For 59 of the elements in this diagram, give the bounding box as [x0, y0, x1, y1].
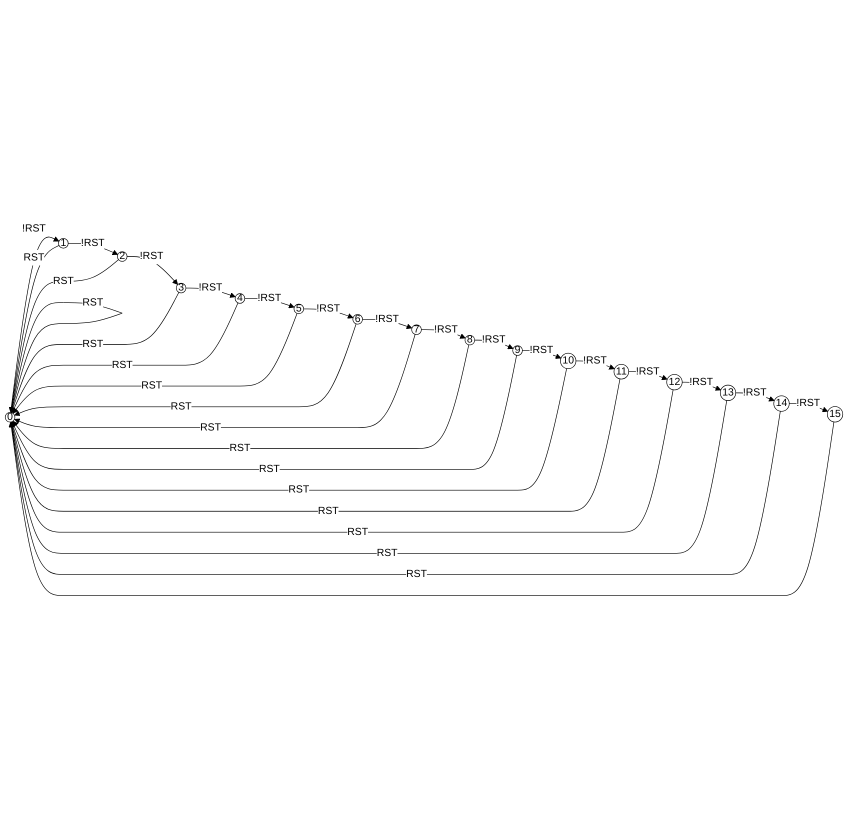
edge-label: !RST — [22, 222, 46, 234]
arrow — [8, 421, 834, 596]
edge-label: RST — [170, 400, 192, 412]
edge-label: RST — [112, 358, 133, 370]
edge-label: !RST — [198, 282, 222, 293]
arrow — [10, 368, 567, 490]
node-circle: 12 — [666, 374, 683, 390]
node-circle: 15 — [826, 406, 844, 422]
edge-label: !RST — [689, 376, 714, 387]
node-circle: 3 — [176, 282, 186, 293]
arrow — [10, 378, 620, 512]
node-circle: 9 — [512, 345, 523, 356]
edge-label: RST — [288, 484, 310, 495]
edge-label: RST — [258, 463, 280, 474]
edge-label: !RST — [530, 344, 554, 356]
arrow — [12, 312, 298, 414]
edge-label: !RST — [583, 354, 607, 366]
node-circle: 7 — [411, 324, 422, 335]
edge-label: RST — [318, 505, 339, 516]
node-circle: 0 — [4, 412, 16, 422]
arrow — [8, 410, 781, 574]
edge-label: !RST — [796, 397, 820, 408]
node-circle: 4 — [234, 292, 246, 304]
edge-label: RST — [376, 547, 398, 558]
edge-label: !RST — [375, 313, 399, 324]
node-circle: 11 — [614, 364, 630, 379]
edge-label: RST — [230, 442, 250, 454]
node-circle: 2 — [117, 250, 128, 262]
edge-label: RST — [24, 251, 44, 262]
edge-label: RST — [141, 380, 162, 391]
edge-label: !RST — [482, 334, 506, 345]
arrow — [8, 258, 119, 412]
node-circle: 13 — [720, 384, 736, 401]
edge-label: RST — [200, 421, 221, 432]
edge-label: !RST — [316, 302, 340, 314]
node-circle: 6 — [352, 314, 363, 324]
arrow — [8, 400, 728, 554]
arrow — [14, 334, 416, 428]
arrow — [126, 256, 178, 284]
node-circle: 10 — [560, 352, 576, 369]
edge-label: RST — [406, 568, 427, 580]
edge-label: !RST — [80, 237, 105, 248]
arrow — [12, 344, 470, 448]
node-circle: 1 — [58, 238, 69, 248]
edge-label: !RST — [258, 292, 282, 304]
edge-label: RST — [347, 526, 368, 538]
edge-label: !RST — [742, 386, 767, 398]
edge-label: RST — [82, 296, 104, 308]
edge-label: !RST — [140, 250, 164, 262]
arrow — [14, 323, 356, 416]
arrow — [12, 354, 517, 470]
edge-label: !RST — [636, 365, 660, 376]
node-circle: 5 — [294, 303, 304, 314]
node-circle: 8 — [464, 334, 475, 345]
arrow — [9, 389, 674, 532]
node-circle: 14 — [773, 395, 790, 412]
edge-label: RST — [82, 338, 104, 350]
edge-label: RST — [52, 274, 74, 286]
edge-label: !RST — [434, 323, 458, 335]
